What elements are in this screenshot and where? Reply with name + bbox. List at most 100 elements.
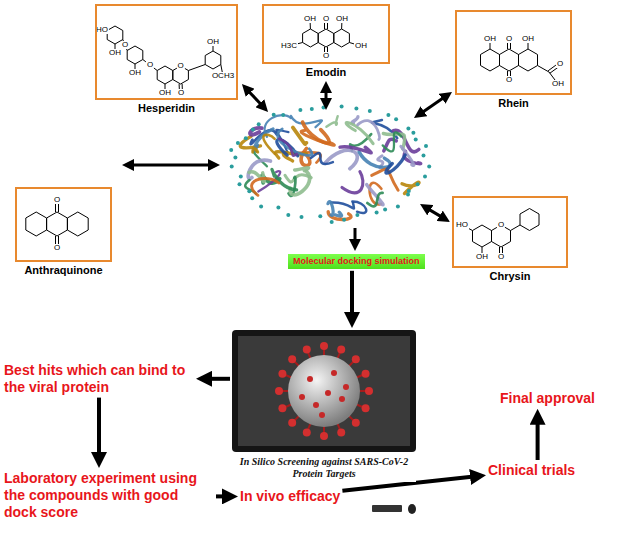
protein-ribbon <box>263 135 275 154</box>
molecule-frame <box>15 187 112 262</box>
protein-ribbon <box>352 201 366 213</box>
ring-bond <box>127 46 143 64</box>
virus-surface-spike <box>313 402 319 408</box>
protein-dot <box>375 211 379 215</box>
protein-dot <box>422 153 426 157</box>
atom-label: O <box>176 62 184 70</box>
molecule-frame <box>455 10 572 95</box>
protein-dot <box>355 213 359 217</box>
protein-ribbon <box>402 182 419 193</box>
protein-dot <box>310 107 314 111</box>
protein-ribbon <box>335 212 341 216</box>
atom-label: O <box>505 35 513 43</box>
protein-dot <box>281 113 285 117</box>
protein-ribbon <box>303 122 329 143</box>
step-text: Laboratory experiment using the compound… <box>4 470 214 520</box>
protein-dot <box>411 131 415 135</box>
protein-ribbon <box>278 129 312 155</box>
atom-label: O <box>497 253 505 261</box>
molecule-frame <box>262 4 390 64</box>
atom-label: O <box>322 15 330 23</box>
step-label: Clinical trials <box>488 462 575 479</box>
binding-arrows <box>133 92 443 240</box>
double-arrow <box>133 164 209 167</box>
virus-surface-spike <box>325 390 331 396</box>
protein-dot <box>286 213 290 217</box>
atom-label: OH <box>303 15 317 23</box>
protein-ribbon <box>252 179 279 196</box>
virus-spike-head <box>303 345 311 353</box>
protein-dot <box>244 136 248 140</box>
atom-label: OH <box>158 89 172 97</box>
step-label: Laboratory experiment using the compound… <box>4 470 214 520</box>
protein-dot <box>406 193 410 197</box>
mouse-icon <box>408 504 416 514</box>
virus-surface-spike <box>339 396 345 402</box>
protein-dot <box>407 189 411 193</box>
step-label: In vivo efficacy <box>240 488 340 505</box>
virus-surface-spike <box>343 384 349 390</box>
protein-ribbon <box>401 146 414 165</box>
virus-body <box>288 355 360 427</box>
virus-spike-head <box>303 429 311 437</box>
protein-dot <box>383 208 387 212</box>
atom-label: O <box>53 244 61 252</box>
atom-label: HO <box>95 26 109 34</box>
molecule-name: Anthraquinone <box>15 264 112 277</box>
atom-label: O <box>146 61 154 69</box>
screen-caption: In Silico Screening against SARS-CoV-2 P… <box>232 454 416 482</box>
protein-ribbon <box>285 175 311 182</box>
process-label: Molecular docking simulation <box>293 256 420 267</box>
protein-dot <box>239 175 243 179</box>
molecule-box: Emodin <box>262 4 390 79</box>
molecule-name: Hesperidin <box>95 102 238 115</box>
virus-spike-head <box>288 419 296 427</box>
double-arrow <box>429 210 440 217</box>
chemical-structures <box>26 19 561 257</box>
protein-ribbon <box>383 132 402 151</box>
protein-ribbon <box>326 116 337 127</box>
protein-dot <box>300 215 304 219</box>
protein-dot <box>414 137 418 141</box>
screen <box>238 336 410 446</box>
protein-structure <box>229 104 431 223</box>
ring-bond <box>334 29 350 47</box>
step-text: In vivo efficacy <box>240 488 340 505</box>
connector-arrow <box>97 398 101 454</box>
molecule-name: Rhein <box>455 97 572 110</box>
atom-label: O <box>497 221 505 229</box>
virus-spike-head <box>320 342 328 350</box>
atom-label: OH <box>475 253 489 261</box>
molecule-box: Rhein <box>455 10 572 110</box>
virus-spike-head <box>278 370 286 378</box>
protein-dot <box>250 196 254 200</box>
molecule-box: Anthraquinone <box>15 187 112 277</box>
protein-ribbon <box>358 121 380 140</box>
ring-bond <box>67 212 88 236</box>
computer-screen: In Silico Screening against SARS-CoV-2 P… <box>232 330 416 482</box>
double-arrow <box>325 92 328 99</box>
ring-bond <box>481 49 500 71</box>
protein-dot <box>342 218 346 222</box>
keyboard-icon <box>372 505 402 512</box>
protein-dot <box>322 106 326 110</box>
virus-spike-head <box>278 404 286 412</box>
virus-spike-head <box>337 345 345 353</box>
protein-ribbon <box>301 148 310 165</box>
protein-dot <box>406 126 410 130</box>
protein-dot <box>272 113 276 117</box>
ring-bond <box>157 66 173 84</box>
virus-spike-head <box>288 355 296 363</box>
virus-spike-head <box>320 432 328 440</box>
molecule-frame <box>452 196 568 268</box>
step-text: Final approval <box>500 390 595 407</box>
atom-label: OH <box>335 15 349 23</box>
monitor-screen <box>232 330 416 452</box>
ring-bond <box>519 49 538 71</box>
atom-label: O <box>322 52 330 60</box>
protein-ribbon <box>386 155 405 173</box>
ring-bond <box>47 212 68 236</box>
molecule-box: Hesperidin <box>95 4 238 115</box>
virus-spike-head <box>275 387 283 395</box>
single-bond <box>188 65 205 71</box>
